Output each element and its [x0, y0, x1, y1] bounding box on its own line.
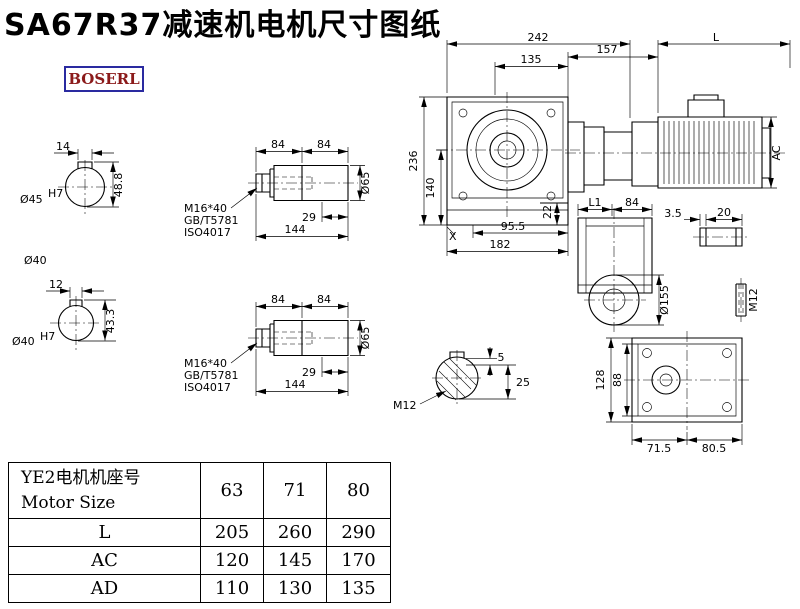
- dim-overall-height: 236: [407, 151, 420, 172]
- value-L-71: 260: [263, 518, 327, 547]
- dim-foot-x1: 71.5: [647, 442, 672, 455]
- dim-shaft2-dia: Ø65: [359, 327, 372, 350]
- page-title: SA67R37减速机电机尺寸图纸: [4, 8, 442, 43]
- dim-key-thread: M12: [393, 399, 417, 412]
- dim-shaft1-seg-b: 84: [317, 138, 331, 151]
- dim-foot-height: 22: [541, 205, 554, 219]
- note-shaft1-standard-1: GB/T5781: [184, 214, 239, 227]
- dim-overall-width: 242: [528, 31, 549, 44]
- value-AC-63: 120: [200, 546, 264, 575]
- dim-flange-width: 135: [521, 53, 542, 66]
- value-AD-63: 110: [200, 574, 264, 603]
- dim-shaft2-seg-b: 84: [317, 293, 331, 306]
- dim-bore-dia-1: Ø45: [20, 193, 43, 206]
- dim-side-thread: M12: [747, 288, 760, 312]
- dim-inner-depth: 88: [611, 373, 624, 387]
- motor-size-71: 71: [263, 462, 327, 519]
- motor-size-table: YE2电机机座号 Motor Size 63 71 80 L 205 260 2…: [8, 462, 391, 603]
- value-L-63: 205: [200, 518, 264, 547]
- dim-bore-tol-1: H7: [48, 187, 63, 200]
- dim-center-height: 140: [424, 178, 437, 199]
- brand-logo: BOSERL: [64, 66, 144, 92]
- bore-section-1-view: 14 Ø45 H7 48.8 Ø40: [20, 140, 125, 267]
- dim-key-depth: 25: [516, 376, 530, 389]
- dim-shaft2-total-length: 144: [285, 378, 306, 391]
- dim-shaft1-total-length: 144: [285, 223, 306, 236]
- dim-shaft1-seg-a: 84: [271, 138, 285, 151]
- motor-size-80: 80: [326, 462, 391, 519]
- dim-bore-tol-2: H7: [40, 330, 55, 343]
- dim-washer-thickness: 3.5: [664, 207, 682, 220]
- note-shaft2-standard-1: GB/T5781: [184, 369, 239, 382]
- dim-shaft2-seg-a: 84: [271, 293, 285, 306]
- note-shaft1-bolt: M16*40: [184, 202, 227, 215]
- dim-back-length: 95.5: [501, 220, 526, 233]
- row-label-AD: AD: [8, 574, 201, 603]
- table-row-L: L 205 260 290: [8, 518, 391, 547]
- dim-shaft2-thread-length: 29: [302, 366, 316, 379]
- dim-adapter-length: 157: [597, 43, 618, 56]
- row-label-L: L: [8, 518, 201, 547]
- dim-overall-depth: 128: [594, 370, 607, 391]
- table-header-en: Motor Size: [21, 492, 116, 513]
- dim-key-height: 5: [498, 351, 505, 364]
- table-header-cn: YE2电机机座号: [21, 467, 141, 488]
- x-mark-label: X: [449, 230, 457, 243]
- front-view: 242 135 157 L 236 140 AC 22 95.5 182 X: [407, 31, 791, 256]
- motor-cooling-fins: [663, 121, 755, 184]
- bottom-view: 128 88 71.5 80.5: [594, 331, 750, 455]
- dim-keyway-width-2: 12: [49, 278, 63, 291]
- dim-keyway-depth-2: 43.3: [104, 309, 117, 334]
- dim-bore-dia-2: Ø40: [12, 335, 35, 348]
- table-row-AD: AD 110 130 135: [8, 574, 391, 603]
- table-row-AC: AC 120 145 170: [8, 546, 391, 575]
- key-section-view: 5 25 M12: [393, 347, 530, 412]
- dim-flange-dia: Ø155: [658, 285, 671, 315]
- value-L-80: 290: [326, 518, 391, 547]
- dim-shaft1-dia: Ø65: [359, 172, 372, 195]
- value-AC-80: 170: [326, 546, 391, 575]
- dim-motor-diameter: AC: [770, 145, 783, 160]
- side-view: L1 84 Ø155: [577, 196, 671, 332]
- dim-bolt-length: 20: [717, 206, 731, 219]
- dim-base-length: 182: [490, 238, 511, 251]
- stud-detail-view: 3.5 20: [664, 206, 750, 247]
- brand-logo-text: BOSERL: [68, 70, 140, 88]
- value-AD-71: 130: [263, 574, 327, 603]
- dim-foot-x2: 80.5: [702, 442, 727, 455]
- dim-shaft1-thread-length: 29: [302, 211, 316, 224]
- note-shaft2-standard-2: ISO4017: [184, 381, 231, 394]
- dim-side-84: 84: [625, 196, 639, 209]
- value-AC-71: 145: [263, 546, 327, 575]
- bore-section-2-view: 12 Ø40 H7 43.3: [12, 278, 117, 350]
- dim-motor-length: L: [713, 31, 720, 44]
- value-AD-80: 135: [326, 574, 391, 603]
- dim-keyway-width-1: 14: [56, 140, 70, 153]
- tapped-hole-detail: M12: [735, 278, 760, 322]
- dim-keyway-depth-1: 48.8: [112, 173, 125, 198]
- row-label-AC: AC: [8, 546, 201, 575]
- table-header-row: YE2电机机座号 Motor Size 63 71 80: [8, 462, 391, 519]
- dim-side-l1: L1: [588, 196, 601, 209]
- note-shaft2-bolt: M16*40: [184, 357, 227, 370]
- table-header-cell: YE2电机机座号 Motor Size: [8, 462, 201, 519]
- note-dia-40: Ø40: [24, 254, 47, 267]
- motor-size-63: 63: [200, 462, 264, 519]
- shaft-detail-2-view: 84 84 M16*40 GB/T5781 ISO4017 29 144 Ø65: [184, 293, 372, 396]
- note-shaft1-standard-2: ISO4017: [184, 226, 231, 239]
- shaft-detail-1-view: 84 84 M16*40 GB/T5781 ISO4017 29 144 Ø65: [184, 138, 372, 241]
